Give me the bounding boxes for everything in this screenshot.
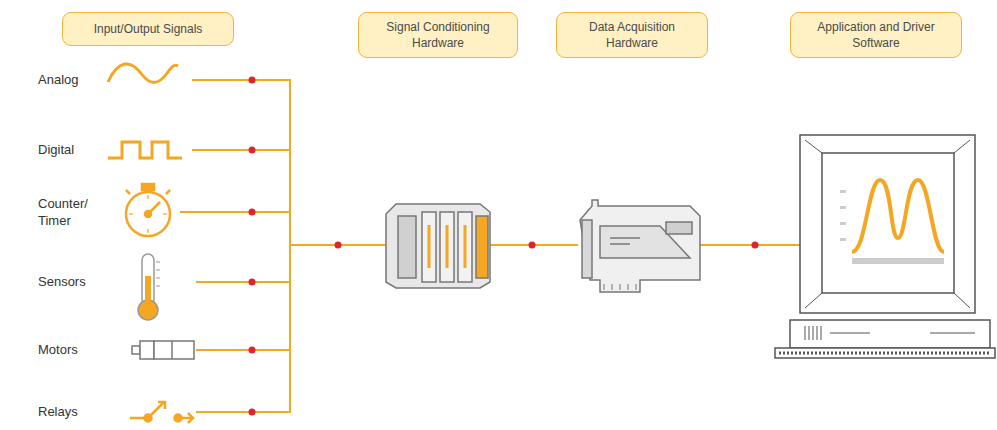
relay-icon bbox=[130, 402, 193, 423]
header-box: Data Acquisition Hardware bbox=[556, 12, 708, 58]
stopwatch-icon bbox=[126, 184, 170, 236]
signal-label: Relays bbox=[38, 404, 104, 421]
signal-label: Sensors bbox=[38, 274, 104, 291]
signal-conditioning-module bbox=[386, 204, 490, 288]
header-text: Signal Conditioning Hardware bbox=[369, 19, 507, 51]
header-text: Application and Driver Software bbox=[801, 19, 951, 51]
junction-dots bbox=[249, 77, 759, 416]
header-box: Input/Output Signals bbox=[62, 12, 234, 46]
header-text: Data Acquisition Hardware bbox=[567, 19, 697, 51]
header-text: Input/Output Signals bbox=[73, 21, 223, 37]
signal-label: Digital bbox=[38, 142, 104, 159]
computer bbox=[775, 135, 995, 358]
signal-label: Analog bbox=[38, 72, 104, 89]
digital-icon bbox=[108, 142, 182, 158]
signal-label: Motors bbox=[38, 342, 104, 359]
header-box: Application and Driver Software bbox=[790, 12, 962, 58]
signal-wires bbox=[180, 79, 800, 413]
analog-icon bbox=[108, 64, 178, 83]
signal-label: Counter/ Timer bbox=[38, 196, 98, 230]
header-box: Signal Conditioning Hardware bbox=[358, 12, 518, 58]
daq-card bbox=[580, 200, 700, 292]
thermometer-icon bbox=[138, 254, 160, 320]
motor-icon bbox=[132, 341, 194, 359]
